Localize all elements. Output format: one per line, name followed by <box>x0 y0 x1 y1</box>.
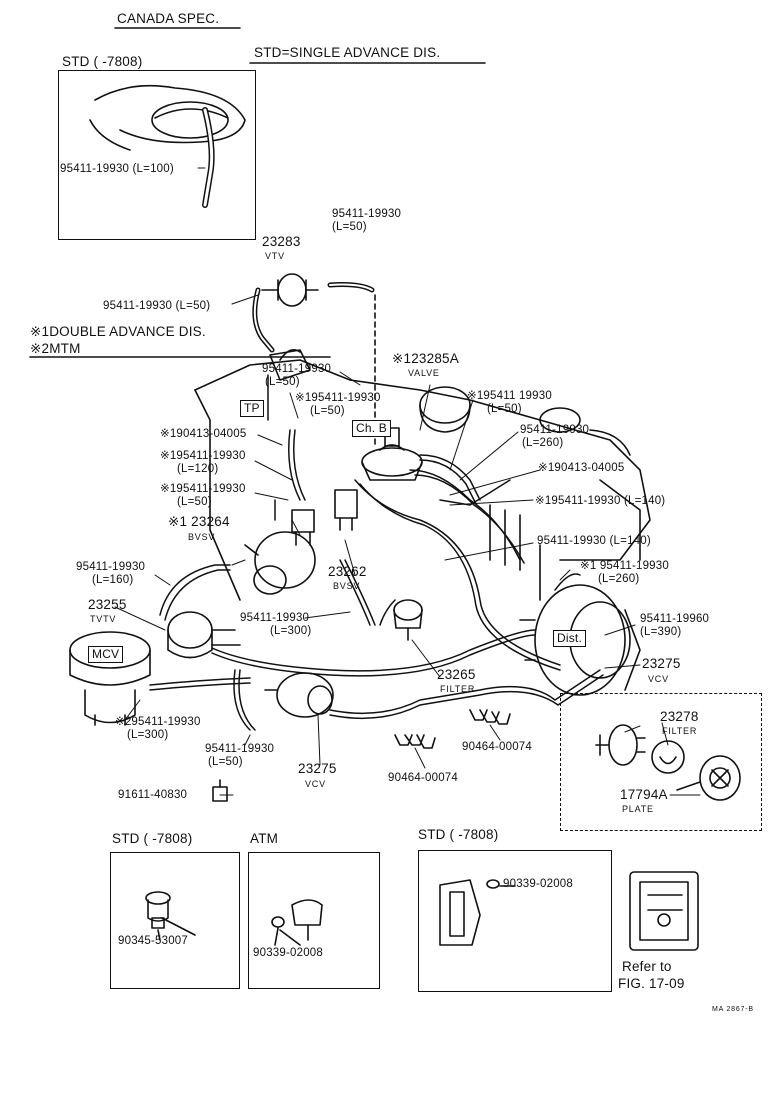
hose-300b: ※295411-19930 <box>115 716 201 728</box>
std-top-label: STD ( -7808) <box>62 54 143 69</box>
drawing-code: MA 2867-B <box>712 1006 754 1013</box>
note-double-advance: ※1DOUBLE ADVANCE DIS. <box>30 324 206 339</box>
hose-network <box>149 374 604 731</box>
mcv-box: MCV <box>88 646 124 663</box>
filter2-number: 23278 <box>660 709 699 724</box>
title: CANADA SPEC. <box>117 11 220 26</box>
hose-50-left-length: (L=50) <box>177 496 212 508</box>
leader-lines <box>114 167 701 796</box>
filter-right <box>393 599 423 641</box>
engine-outline <box>194 349 651 601</box>
plug-91611 <box>212 779 228 802</box>
hose-260-length: (L=260) <box>598 573 640 585</box>
atm-label: ATM <box>250 831 279 846</box>
hose-300-length: (L=300) <box>270 625 312 637</box>
vcv-bottom-name: VCV <box>305 779 326 789</box>
tp-hose-label: 95411-19930 <box>262 363 332 375</box>
hose-140-a: ※195411-19930 (L=140) <box>535 495 666 507</box>
fig-label: FIG. 17-09 <box>618 976 685 991</box>
hose-label-100: 95411-19930 (L=100) <box>60 163 174 175</box>
std-bottom-2-label: STD ( -7808) <box>418 827 499 842</box>
hose-300: 95411-19930 <box>240 612 310 624</box>
filter-name: FILTER <box>440 684 476 694</box>
valve-number: ※123285A <box>392 351 459 366</box>
hose-390-length: (L=390) <box>640 626 682 638</box>
clip-b-label: 90464-00074 <box>388 772 458 784</box>
refer-label: Refer to <box>622 959 672 974</box>
vtv-assembly <box>252 273 376 446</box>
std-top-panel <box>58 70 256 240</box>
bvsv-right-number: 23262 <box>328 564 367 579</box>
tvtv-assembly <box>167 531 316 659</box>
hose-50-left: ※195411-19930 <box>160 483 246 495</box>
vcv-right-number: 23275 <box>642 656 681 671</box>
std-bottom-panel-2 <box>418 850 612 992</box>
chb-box: Ch. B <box>352 420 392 437</box>
dist-box: Dist. <box>553 630 586 647</box>
tvtv-name: TVTV <box>90 614 117 624</box>
std-bottom-1-label: STD ( -7808) <box>112 831 193 846</box>
hose-right-b: 95411-19930 <box>520 424 590 436</box>
vcv-right-name: VCV <box>648 674 669 684</box>
std-bottom-panel-1 <box>110 852 240 989</box>
part-90339-b: 90339-02008 <box>503 878 573 890</box>
std-note: STD=SINGLE ADVANCE DIS. <box>254 45 441 60</box>
bvsv-right-name: BVSV <box>333 581 361 591</box>
hose-50-bottom-length: (L=50) <box>208 756 243 768</box>
hose-160: 95411-19930 <box>76 561 146 573</box>
hose-390: 95411-19960 <box>640 613 710 625</box>
vtv-number: 23283 <box>262 234 301 249</box>
plug-label: 91611-40830 <box>118 789 188 801</box>
filter-number: 23265 <box>437 667 476 682</box>
vcv-bottom-number: 23275 <box>298 761 337 776</box>
hose-300b-length: (L=300) <box>127 729 169 741</box>
part-90339-a: 90339-02008 <box>253 947 323 959</box>
clip-a-label: 90464-00074 <box>462 741 532 753</box>
part-90345: 90345-53007 <box>118 935 188 947</box>
hose-260: ※1 95411-19930 <box>580 560 669 572</box>
mcv-assembly <box>69 631 151 726</box>
hose-right-b-length: (L=260) <box>522 437 564 449</box>
bvsv-left-name: BVSV <box>188 532 216 542</box>
note-mtm: ※2MTM <box>30 341 81 356</box>
valve-name: VALVE <box>408 368 440 378</box>
plate-number: 17794A <box>620 787 668 802</box>
top-hose-label: 95411-19930 <box>332 208 402 220</box>
filter2-name: FILTER <box>662 726 698 736</box>
inset-parts <box>595 724 741 801</box>
std-top-sketch <box>89 84 246 208</box>
clamp-190413-left: ※190413-04005 <box>160 428 247 440</box>
plate-name: PLATE <box>622 804 654 814</box>
hose-right-a: ※195411 19930 <box>467 390 552 402</box>
hose-50-bottom: 95411-19930 <box>205 743 275 755</box>
top-hose-length: (L=50) <box>332 221 367 233</box>
vtv-hose-label: 95411-19930 (L=50) <box>103 300 211 312</box>
tp-box: TP <box>240 400 264 417</box>
clips <box>394 709 511 749</box>
vcv-bottom <box>264 672 334 718</box>
tvtv-number: 23255 <box>88 597 127 612</box>
vtv-name: VTV <box>265 251 285 261</box>
atm-panel <box>248 852 380 989</box>
hose-140-b: 95411-19930 (L=140) <box>537 535 651 547</box>
hose-195-a-length: (L=50) <box>310 405 345 417</box>
vcv-inset-box <box>560 693 762 831</box>
clamp-190413-right: ※190413-04005 <box>538 462 625 474</box>
hose-195-a: ※195411-19930 <box>295 392 381 404</box>
bottom-sketches <box>145 871 699 951</box>
hose-right-a-length: (L=50) <box>487 403 522 415</box>
hose-120-length: (L=120) <box>177 463 219 475</box>
hose-120: ※195411-19930 <box>160 450 246 462</box>
hose-160-length: (L=160) <box>92 574 134 586</box>
tp-hose-length: (L=50) <box>265 376 300 388</box>
bvsv-left-number: ※1 23264 <box>168 514 230 529</box>
